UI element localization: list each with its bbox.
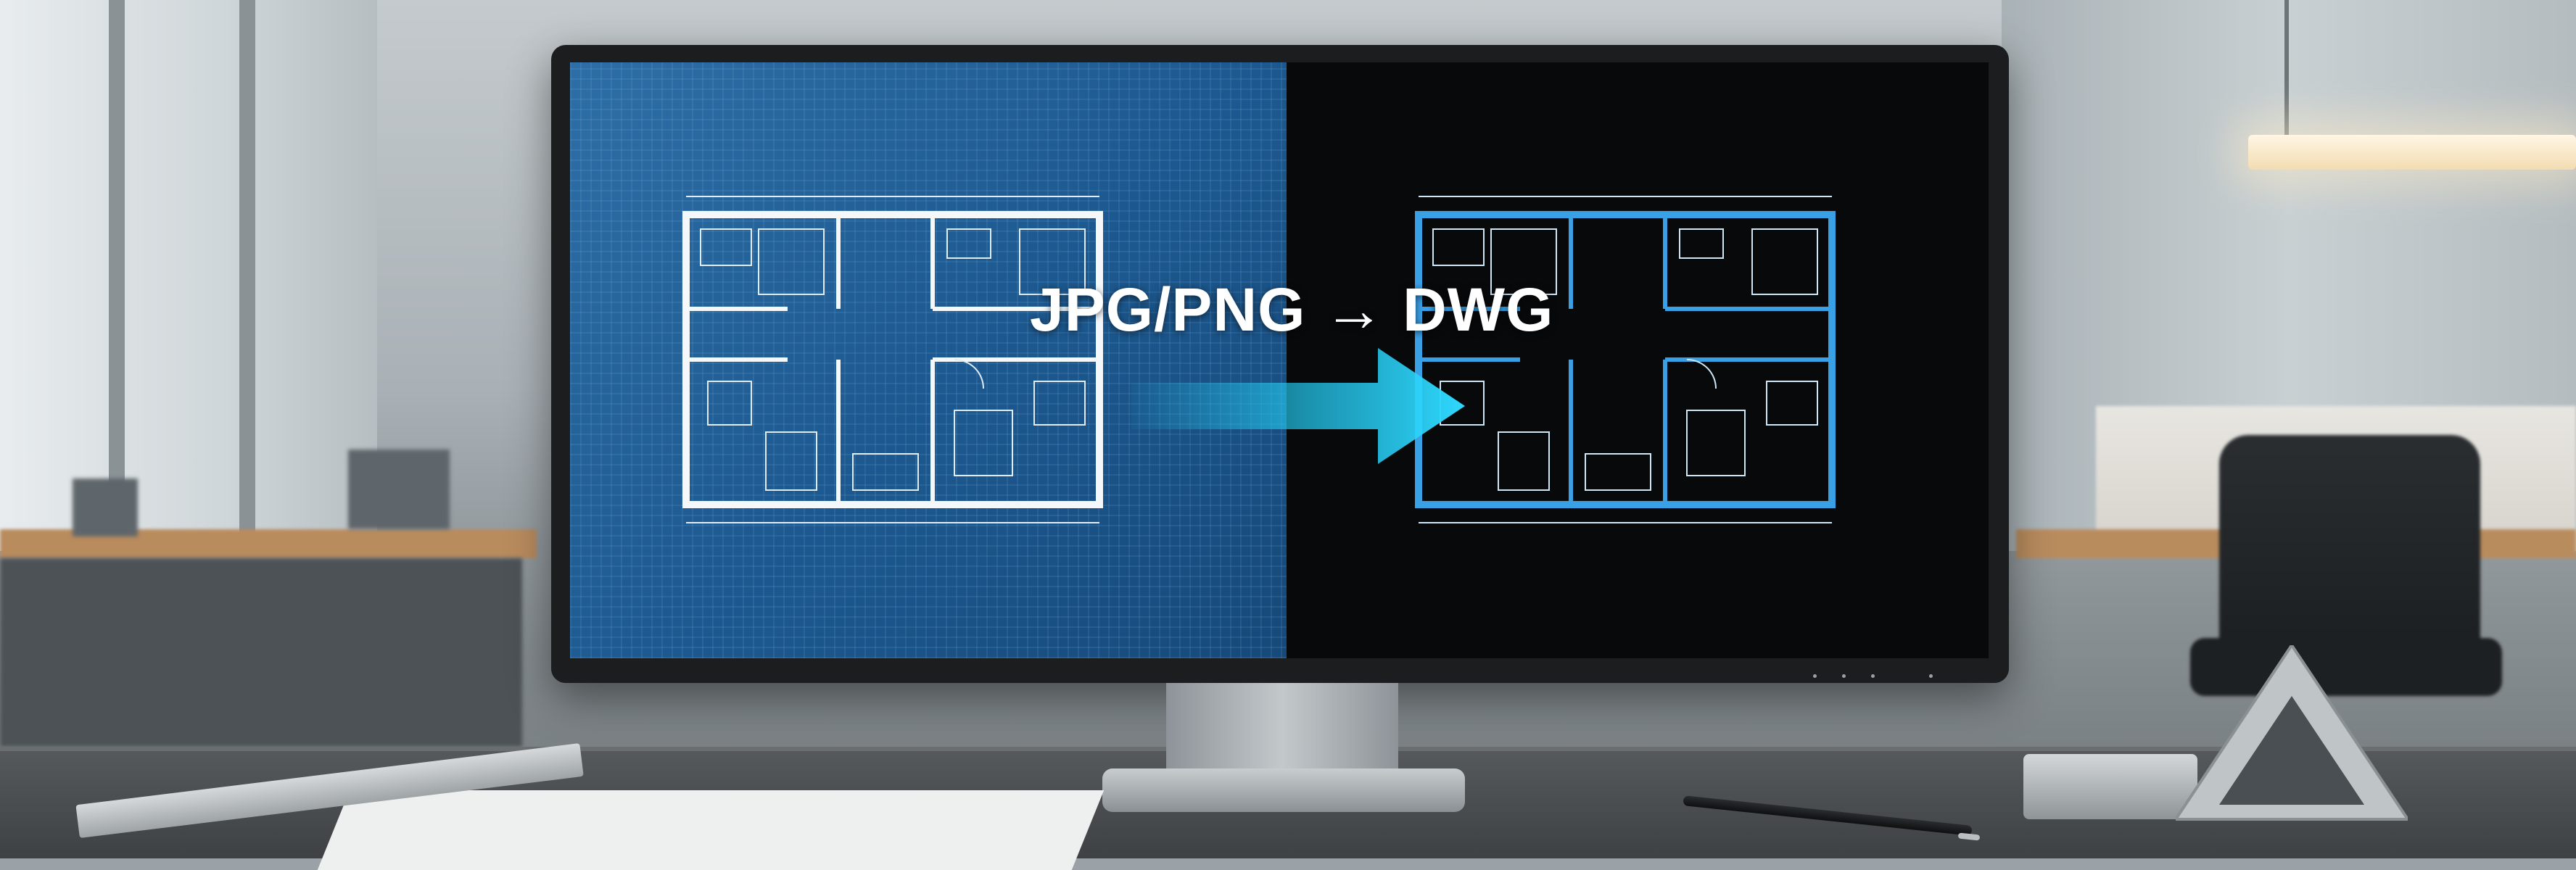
- monitor-stand-neck: [1166, 683, 1398, 768]
- monitor-led: [1813, 674, 1817, 678]
- monitor-led: [1842, 674, 1846, 678]
- background-monitor: [348, 450, 450, 529]
- monitor-screen: [570, 62, 1989, 658]
- cad-vector-panel: [1287, 62, 1989, 658]
- monitor-bezel-bottom: [551, 658, 2009, 683]
- office-window-left: [0, 0, 377, 551]
- conversion-headline: JPG/PNG → DWG: [1030, 276, 1554, 344]
- window-mullion: [109, 0, 125, 551]
- caliper-tool: [2023, 754, 2197, 819]
- set-square-triangle: [2173, 642, 2411, 835]
- cad-floor-plan: [1411, 193, 1861, 526]
- office-chair-seat: [2190, 638, 2502, 696]
- monitor-led: [1871, 674, 1875, 678]
- background-cabinet: [0, 558, 522, 747]
- monitor-led: [1929, 674, 1933, 678]
- raster-floor-plan: [679, 193, 1128, 526]
- window-mullion: [239, 0, 255, 551]
- conversion-arrow-icon: [1131, 348, 1472, 464]
- monitor-stand-base: [1102, 768, 1465, 812]
- background-monitor: [73, 478, 138, 536]
- ceiling-lamp-rod: [2284, 0, 2289, 135]
- ceiling-lamp: [2248, 135, 2576, 170]
